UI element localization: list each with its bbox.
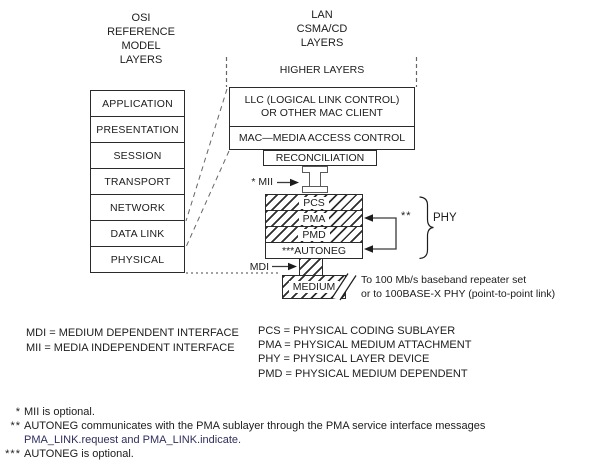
definition-pcs: PCS = PHYSICAL CODING SUBLAYER <box>258 325 456 337</box>
pmd-label: PMD <box>298 228 330 241</box>
mii-connector-stem <box>309 172 321 187</box>
pcs-label: PCS <box>299 196 329 209</box>
osi-layer-physical: PHYSICAL <box>90 246 185 273</box>
phy-row-pcs: PCS <box>265 194 363 211</box>
llc-section: LLC (LOGICAL LINK CONTROL) OR OTHER MAC … <box>230 88 414 126</box>
llc-label-line1: LLC (LOGICAL LINK CONTROL) <box>244 94 400 106</box>
footnote-1-text: MII is optional. <box>24 406 95 418</box>
footnote-3-text: AUTONEG is optional. <box>24 448 134 460</box>
osi-layer-session: SESSION <box>90 142 185 169</box>
phy-row-pma: PMA <box>265 210 363 227</box>
footnote-3-marker: *** <box>5 448 21 460</box>
lan-title-line3: LAYERS <box>300 37 344 49</box>
phy-brace-icon <box>419 196 434 260</box>
phy-brace-label: PHY <box>433 212 457 224</box>
osi-title: OSI REFERENCE MODEL LAYERS <box>86 11 196 67</box>
lan-title: LAN CSMA/CD LAYERS <box>276 8 368 50</box>
autoneg-pma-feedback-arrows <box>364 214 397 253</box>
mac-section: MAC—MEDIA ACCESS CONTROL <box>230 126 414 150</box>
footnote-2-marker: ** <box>10 420 21 432</box>
footnote-1-marker: * <box>15 406 21 418</box>
lan-title-line2: CSMA/CD <box>296 23 348 35</box>
phy-stack: PCS PMA PMD ***AUTONEG <box>265 194 363 259</box>
osi-layer-transport: TRANSPORT <box>90 168 185 195</box>
definition-mii: MII = MEDIA INDEPENDENT INTERFACE <box>26 341 235 354</box>
osi-lan-dashed-mapping-lines <box>185 88 230 248</box>
osi-title-line3: MODEL <box>121 40 161 52</box>
definition-mdi: MDI = MEDIUM DEPENDENT INTERFACE <box>26 327 239 339</box>
medium-note: To 100 Mb/s baseband repeater set or to … <box>361 274 597 301</box>
medium-note-line1: To 100 Mb/s baseband repeater set <box>361 274 527 286</box>
footnote-autoneg-optional: ***AUTONEG is optional. <box>2 448 134 461</box>
mdi-arrow-icon <box>272 262 297 271</box>
pma-label: PMA <box>298 212 330 225</box>
llc-label-line2: OR OTHER MAC CLIENT <box>261 107 383 119</box>
lan-title-line1: LAN <box>311 9 333 21</box>
llc-mac-box: LLC (LOGICAL LINK CONTROL) OR OTHER MAC … <box>229 87 415 150</box>
footnote-2-text: AUTONEG communicates with the PMA sublay… <box>24 420 486 432</box>
osi-layer-presentation: PRESENTATION <box>90 116 185 143</box>
osi-layer-application: APPLICATION <box>90 90 185 117</box>
osi-title-line4: LAYERS <box>119 54 163 66</box>
definitions-left-column: MDI = MEDIUM DEPENDENT INTERFACE MII = M… <box>26 326 239 356</box>
footnote-2-continuation: PMA_LINK.request and PMA_LINK.indicate. <box>24 434 242 446</box>
osi-layer-network: NETWORK <box>90 194 185 221</box>
osi-stack: APPLICATION PRESENTATION SESSION TRANSPO… <box>90 90 185 273</box>
feedback-asterisks: ** <box>401 210 412 222</box>
mii-label: * MII <box>251 176 273 188</box>
osi-title-line2: REFERENCE <box>107 26 175 38</box>
mii-arrow-icon <box>277 178 299 187</box>
footnote-autoneg-pma: **AUTONEG communicates with the PMA subl… <box>2 420 485 433</box>
mdi-connector-stem <box>299 258 323 276</box>
footnote-mii-optional: *MII is optional. <box>2 406 95 419</box>
definition-phy: PHY = PHYSICAL LAYER DEVICE <box>258 353 430 366</box>
definition-pma: PMA = PHYSICAL MEDIUM ATTACHMENT <box>258 339 472 352</box>
reconciliation-box: RECONCILIATION <box>263 150 377 166</box>
higher-layers-label: HIGHER LAYERS <box>279 64 365 76</box>
phy-row-pmd: PMD <box>265 226 363 243</box>
osi-layer-data-link: DATA LINK <box>90 220 185 247</box>
definitions-right-column: PCS = PHYSICAL CODING SUBLAYER PMA = PHY… <box>258 324 471 381</box>
osi-title-line1: OSI <box>131 12 151 24</box>
medium-label: MEDIUM <box>288 281 340 293</box>
phy-row-autoneg: ***AUTONEG <box>265 242 363 259</box>
medium-box: MEDIUM <box>282 275 346 299</box>
definition-pmd: PMD = PHYSICAL MEDIUM DEPENDENT <box>258 367 468 380</box>
medium-note-line2: or to 100BASE-X PHY (point-to-point link… <box>361 287 556 300</box>
mii-connector-bottom-bar <box>302 186 328 193</box>
mdi-label: MDI <box>249 261 269 273</box>
